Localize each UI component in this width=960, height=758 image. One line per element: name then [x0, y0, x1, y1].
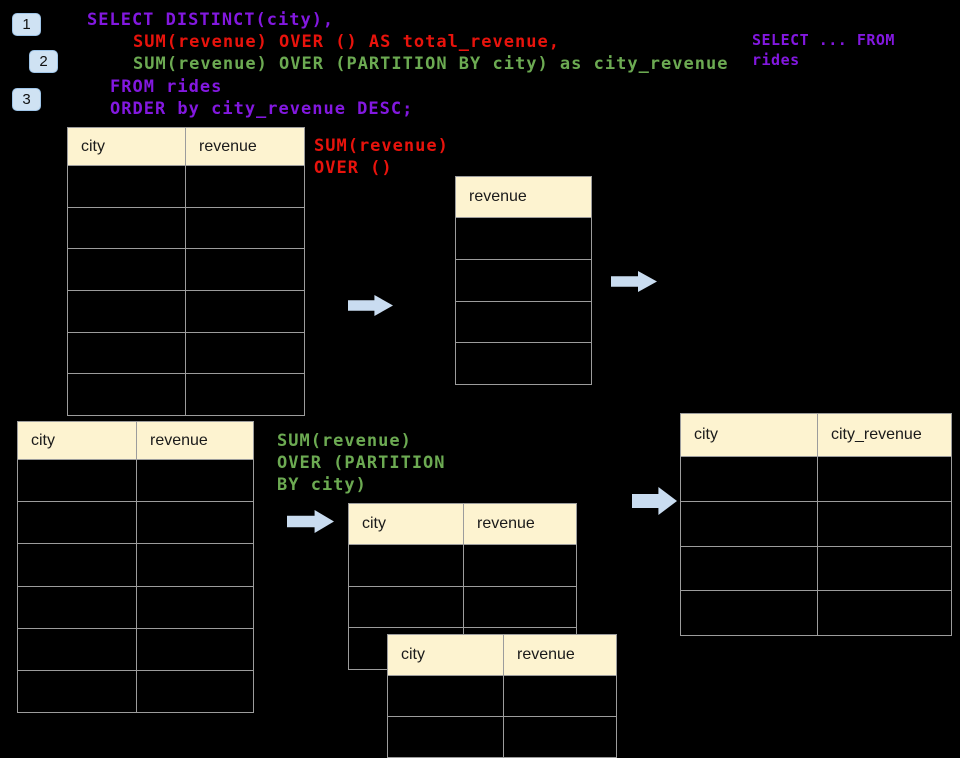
table-row [18, 501, 253, 544]
step-badge-3: 3 [12, 88, 41, 111]
table-row [68, 166, 304, 207]
table-row [18, 627, 253, 670]
column-header-city: city [388, 635, 504, 675]
table-row [18, 543, 253, 586]
table-source-bottom: city revenue [17, 421, 254, 713]
column-header-city: city [681, 414, 818, 456]
table-row [18, 585, 253, 628]
table-header-row: city revenue [349, 504, 576, 545]
table-body [388, 676, 616, 757]
column-header-revenue: revenue [150, 431, 208, 449]
table-row [349, 545, 576, 586]
table-row [68, 206, 304, 249]
slide-canvas: { "slide": { "step_badges": ["1", "2", "… [12, 10, 952, 758]
table-partition-mid: city revenue [348, 503, 577, 670]
right-arrow-icon [611, 271, 657, 292]
step-badge-1: 1 [12, 13, 41, 36]
table-row [681, 500, 951, 546]
table-source-top: city revenue [67, 127, 305, 416]
annotation-sum-over-empty: SUM(revenue)OVER () [314, 136, 449, 178]
column-header-city: city [18, 422, 137, 459]
sql-line-sum-over-partition: SUM(revenue) OVER (PARTITION BY city) as… [133, 54, 729, 74]
right-arrow-icon [287, 510, 334, 533]
table-row [456, 218, 591, 259]
table-row [18, 669, 253, 713]
step-badge-2: 2 [29, 50, 58, 73]
table-header-row: city revenue [68, 128, 304, 166]
table-row [681, 545, 951, 591]
table-row [68, 373, 304, 416]
sql-line-order-by: ORDER by city_revenue DESC; [110, 99, 414, 119]
sql-line-sum-over-total: SUM(revenue) OVER () AS total_revenue, [133, 32, 560, 52]
column-header-revenue: revenue [517, 646, 575, 663]
table-header-row: revenue [456, 177, 591, 218]
table-row [68, 290, 304, 332]
table-row [68, 248, 304, 291]
right-arrow-icon [632, 487, 677, 515]
table-row [388, 716, 616, 757]
table-partition-overlap: city revenue [387, 634, 617, 758]
sql-line-from: FROM rides [110, 77, 223, 97]
column-header-city: city [68, 128, 186, 165]
table-city-revenue-result: city city_revenue [680, 413, 952, 636]
table-row [681, 457, 951, 501]
table-total-revenue-result: revenue [455, 176, 592, 385]
table-row [18, 460, 253, 502]
table-header-row: city revenue [18, 422, 253, 460]
table-body [456, 218, 591, 384]
table-body [68, 166, 304, 416]
column-header-revenue: revenue [199, 137, 257, 155]
table-body [681, 457, 951, 635]
table-header-row: city city_revenue [681, 414, 951, 457]
column-header-city-revenue: city_revenue [831, 426, 922, 443]
column-header-revenue: revenue [477, 515, 535, 532]
table-row [456, 300, 591, 343]
table-header-row: city revenue [388, 635, 616, 676]
table-row [681, 590, 951, 635]
column-header-revenue: revenue [469, 188, 527, 205]
table-row [456, 258, 591, 301]
table-row [456, 342, 591, 384]
table-row [68, 331, 304, 374]
right-arrow-icon [348, 295, 393, 316]
column-header-city: city [349, 504, 464, 544]
table-row [349, 585, 576, 628]
table-body [18, 460, 253, 713]
table-row [388, 676, 616, 716]
sql-line-select-distinct: SELECT DISTINCT(city), [87, 10, 335, 30]
